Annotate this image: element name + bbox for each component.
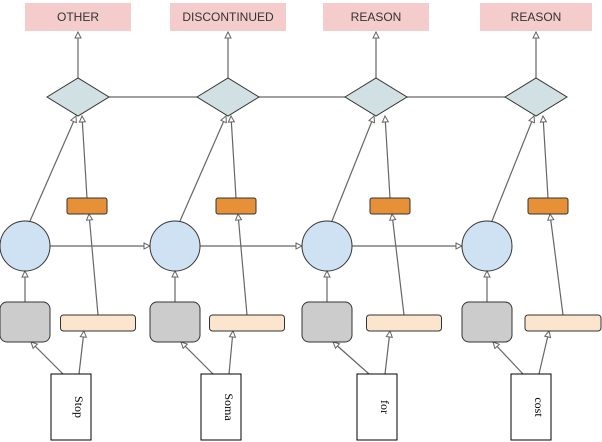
edge-word-to-peachbox bbox=[78, 331, 84, 375]
output-label-box bbox=[323, 3, 429, 31]
input-word-box bbox=[356, 373, 398, 441]
edge-peachbox-to-feature bbox=[238, 214, 248, 316]
edge-word-to-peachbox bbox=[384, 331, 390, 375]
output-label-text: REASON bbox=[351, 10, 402, 24]
edge-word-to-embedding bbox=[493, 342, 524, 375]
output-label-box bbox=[170, 3, 286, 31]
embedding-box-gray bbox=[301, 301, 353, 343]
edge-feature-to-diamond bbox=[82, 116, 88, 199]
feature-box-peach bbox=[60, 314, 136, 332]
lstm-cell-circle bbox=[0, 220, 51, 272]
output-label-text: OTHER bbox=[57, 10, 99, 24]
lstm-cell-circle bbox=[301, 220, 353, 272]
feature-box-orange bbox=[215, 197, 257, 215]
input-word-text: Stop bbox=[72, 396, 86, 418]
edge-feature-to-diamond bbox=[543, 116, 549, 199]
lstm-cell-circle bbox=[149, 220, 201, 272]
lstm-cell-circle bbox=[461, 220, 513, 272]
output-label-box bbox=[480, 3, 592, 31]
edge-lstm-to-diamond bbox=[29, 116, 76, 222]
feature-box-orange bbox=[369, 197, 411, 215]
crf-diamond-node bbox=[344, 77, 408, 117]
edge-lstm-to-diamond bbox=[179, 116, 226, 222]
input-word-box bbox=[50, 373, 92, 441]
edge-feature-to-diamond bbox=[231, 116, 237, 199]
edge-peachbox-to-feature bbox=[89, 214, 99, 316]
feature-box-peach bbox=[524, 314, 602, 332]
embedding-box-gray bbox=[461, 301, 513, 343]
edge-word-to-embedding bbox=[181, 342, 214, 375]
edge-lstm-to-diamond bbox=[491, 116, 534, 222]
edge-word-to-embedding bbox=[333, 342, 370, 375]
input-word-box bbox=[510, 373, 552, 441]
edge-peachbox-to-feature bbox=[550, 214, 564, 316]
input-word-box bbox=[200, 373, 242, 441]
feature-box-orange bbox=[66, 197, 108, 215]
input-word-text: cost bbox=[532, 397, 546, 417]
embedding-box-gray bbox=[149, 301, 201, 343]
output-label-box bbox=[25, 3, 131, 31]
feature-box-orange bbox=[527, 197, 569, 215]
embedding-box-gray bbox=[0, 301, 51, 343]
input-word-text: for bbox=[378, 400, 392, 414]
edge-lstm-to-diamond bbox=[331, 116, 374, 222]
edge-word-to-peachbox bbox=[228, 331, 233, 375]
feature-box-peach bbox=[209, 314, 285, 332]
crf-diamond-node bbox=[504, 77, 568, 117]
edge-word-to-peachbox bbox=[538, 331, 549, 375]
input-word-text: Soma bbox=[222, 393, 236, 421]
crf-diamond-node bbox=[196, 77, 260, 117]
edge-feature-to-diamond bbox=[385, 116, 391, 199]
edge-word-to-embedding bbox=[31, 342, 64, 375]
output-label-text: REASON bbox=[511, 10, 562, 24]
feature-box-peach bbox=[366, 314, 442, 332]
edge-peachbox-to-feature bbox=[392, 214, 405, 316]
crf-diamond-node bbox=[46, 77, 110, 117]
output-label-text: DISCONTINUED bbox=[182, 10, 274, 24]
